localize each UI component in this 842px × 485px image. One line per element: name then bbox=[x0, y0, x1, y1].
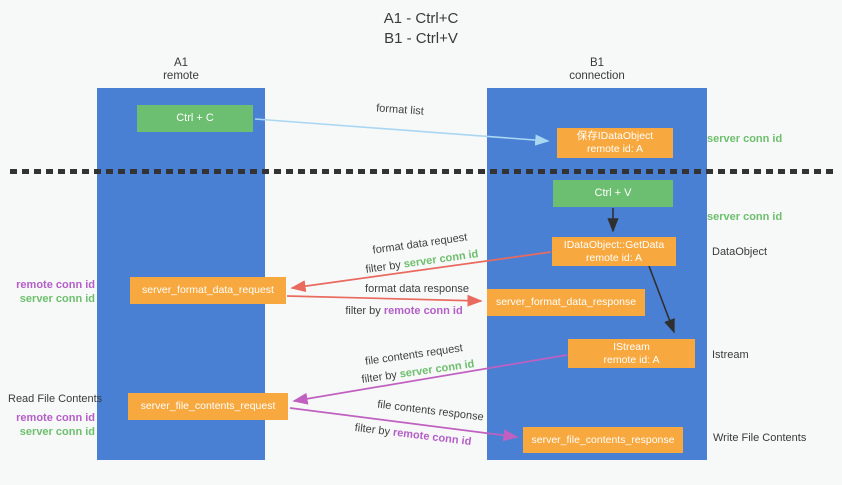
istream-side-label: Istream bbox=[712, 349, 749, 361]
getdata-box: IDataObject::GetData remote id: A bbox=[552, 237, 676, 266]
server-format-data-request-label: server_format_data_request bbox=[142, 284, 274, 296]
column-a1-role: remote bbox=[163, 70, 199, 82]
ctrl-v-box: Ctrl + V bbox=[553, 180, 673, 207]
remote-conn-id-keyword: remote conn id bbox=[392, 426, 472, 449]
ctrl-v-label: Ctrl + V bbox=[594, 187, 632, 199]
save-dataobject-line1: 保存IDataObject bbox=[576, 130, 654, 142]
ctrl-c-box: Ctrl + C bbox=[137, 105, 253, 132]
save-dataobject-box: 保存IDataObject remote id: A bbox=[557, 128, 673, 158]
left-conn-id-group-1: remote conn id server conn id bbox=[10, 278, 95, 306]
column-b1-role: connection bbox=[569, 70, 625, 82]
save-dataobject-line2: remote id: A bbox=[586, 143, 644, 155]
remote-conn-id-label-2: remote conn id bbox=[16, 412, 95, 424]
server-conn-id-label-2: server conn id bbox=[19, 426, 95, 438]
server-conn-id-label-mid: server conn id bbox=[707, 211, 783, 223]
server-file-contents-response-box: server_file_contents_response bbox=[523, 427, 683, 453]
filter-prefix: filter by bbox=[345, 305, 384, 317]
format-data-response-filter: filter by remote conn id bbox=[334, 305, 474, 317]
file-contents-response-label: file contents response bbox=[376, 398, 485, 424]
getdata-line2: remote id: A bbox=[585, 251, 643, 264]
diagram-title: A1 - Ctrl+C B1 - Ctrl+V bbox=[0, 9, 842, 49]
server-format-data-request-box: server_format_data_request bbox=[130, 277, 286, 304]
filter-prefix: filter by bbox=[354, 421, 394, 439]
column-header-b1: B1 connection bbox=[487, 57, 707, 83]
getdata-line1: IDataObject::GetData bbox=[563, 238, 665, 251]
arrow-format-data-response bbox=[286, 294, 483, 307]
filter-prefix: filter by bbox=[360, 368, 401, 386]
column-b1-name: B1 bbox=[589, 57, 605, 69]
format-list-label: format list bbox=[375, 102, 425, 118]
format-data-response-label: format data response bbox=[365, 283, 469, 295]
server-file-contents-request-label: server_file_contents_request bbox=[140, 400, 276, 412]
server-file-contents-request-box: server_file_contents_request bbox=[128, 393, 288, 420]
column-a1-name: A1 bbox=[173, 57, 189, 69]
istream-line1: IStream bbox=[613, 340, 650, 353]
column-header-a1: A1 remote bbox=[97, 57, 265, 83]
istream-line2: remote id: A bbox=[603, 353, 660, 366]
read-file-contents-label: Read File Contents bbox=[8, 393, 103, 405]
write-file-contents-label: Write File Contents bbox=[713, 432, 807, 444]
title-line-2: B1 - Ctrl+V bbox=[384, 30, 458, 47]
ctrl-c-label: Ctrl + C bbox=[176, 112, 214, 124]
server-conn-id-label-top: server conn id bbox=[707, 133, 783, 145]
left-conn-id-group-2: remote conn id server conn id bbox=[10, 411, 95, 439]
istream-box: IStream remote id: A bbox=[568, 339, 695, 368]
server-conn-id-label-1: server conn id bbox=[19, 293, 95, 305]
server-format-data-response-box: server_format_data_response bbox=[487, 289, 645, 316]
server-file-contents-response-label: server_file_contents_response bbox=[531, 433, 675, 446]
remote-conn-id-label-1: remote conn id bbox=[16, 279, 95, 291]
file-contents-response-filter: filter by remote conn id bbox=[343, 421, 483, 450]
remote-conn-id-keyword: remote conn id bbox=[383, 305, 463, 317]
server-format-data-response-label: server_format_data_response bbox=[495, 296, 637, 308]
title-line-1: A1 - Ctrl+C bbox=[383, 10, 459, 27]
session-divider-dotted-line bbox=[10, 169, 838, 174]
server-conn-id-keyword: server conn id bbox=[402, 248, 480, 271]
filter-prefix: filter by bbox=[364, 258, 405, 276]
dataobject-label: DataObject bbox=[712, 246, 768, 258]
